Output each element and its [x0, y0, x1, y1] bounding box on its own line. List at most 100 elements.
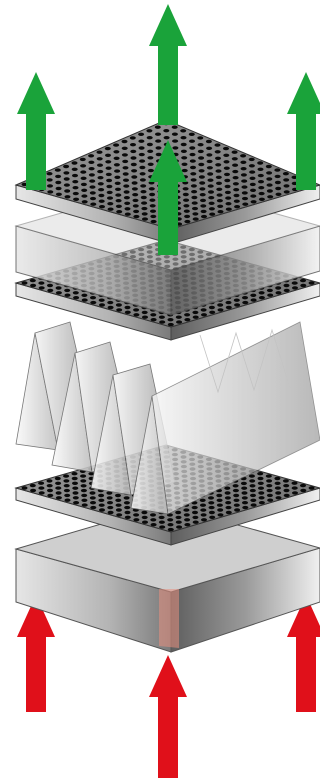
- plate-hole: [233, 493, 240, 498]
- plate-hole: [216, 199, 223, 203]
- plate-hole: [282, 479, 289, 483]
- plate-hole: [55, 496, 62, 500]
- plate-hole: [114, 169, 121, 173]
- plate-hole: [225, 505, 232, 510]
- plate-hole: [249, 170, 256, 174]
- plate-hole: [123, 196, 130, 200]
- plate-hole: [240, 167, 247, 171]
- plate-hole: [232, 488, 239, 493]
- plate-hole: [89, 491, 96, 495]
- plate-hole: [122, 166, 129, 170]
- plate-hole: [81, 493, 88, 498]
- plate-hole: [121, 252, 128, 256]
- plate-hole: [98, 193, 105, 198]
- plate-hole: [98, 493, 105, 498]
- plate-hole: [274, 174, 281, 179]
- plate-hole: [198, 169, 205, 173]
- plate-hole: [97, 182, 104, 186]
- plate-hole: [38, 486, 45, 490]
- plate-hole: [159, 320, 166, 324]
- plate-hole: [131, 187, 138, 191]
- plate-hole: [146, 136, 153, 140]
- plate-hole: [107, 305, 114, 310]
- plate-hole: [80, 488, 87, 493]
- plate-hole: [224, 190, 231, 195]
- plate-hole: [206, 166, 213, 170]
- plate-hole: [209, 212, 216, 216]
- plate-hole: [139, 178, 146, 182]
- plate-hole: [214, 150, 221, 154]
- plate-hole: [63, 164, 70, 169]
- plate-hole: [55, 486, 62, 490]
- plate-hole: [224, 184, 231, 189]
- plate-hole: [163, 255, 170, 259]
- plate-hole: [189, 252, 195, 257]
- plate-hole: [98, 298, 105, 302]
- plate-hole: [115, 498, 122, 502]
- plate-hole: [116, 308, 123, 312]
- plate-hole: [232, 169, 239, 174]
- plate-hole: [72, 191, 79, 196]
- plate-hole: [242, 505, 249, 510]
- plate-hole: [183, 508, 190, 512]
- plate-hole: [72, 496, 79, 500]
- plate-hole: [250, 200, 257, 204]
- plate-hole: [132, 198, 139, 203]
- plate-hole: [258, 496, 265, 500]
- plate-hole: [163, 129, 170, 133]
- plate-hole: [64, 493, 71, 498]
- plate-hole: [275, 496, 282, 500]
- plate-hole: [274, 481, 281, 485]
- plate-hole: [172, 146, 179, 150]
- plate-hole: [54, 168, 61, 172]
- plate-hole: [81, 194, 88, 198]
- plate-hole: [225, 305, 232, 310]
- outflow-arrow: [287, 72, 320, 190]
- plate-hole: [275, 186, 282, 191]
- plate-hole: [155, 257, 162, 261]
- plate-hole: [175, 510, 182, 515]
- plate-hole: [183, 513, 190, 517]
- plate-hole: [182, 187, 189, 191]
- plate-hole: [217, 508, 224, 512]
- plate-hole: [38, 491, 45, 495]
- plate-hole: [124, 515, 131, 519]
- plate-hole: [250, 498, 257, 502]
- plate-hole: [208, 196, 215, 200]
- plate-hole: [81, 293, 88, 297]
- plate-hole: [133, 209, 140, 214]
- plate-hole: [242, 300, 249, 305]
- plate-hole: [55, 286, 62, 290]
- plate-hole: [64, 195, 71, 199]
- plate-hole: [150, 523, 157, 527]
- plate-hole: [115, 204, 122, 208]
- plate-hole: [274, 486, 281, 490]
- plate-hole: [80, 182, 87, 187]
- plate-hole: [250, 298, 257, 302]
- plate-hole: [217, 210, 224, 214]
- plate-hole: [242, 501, 248, 505]
- plate-hole: [258, 296, 265, 300]
- plate-hole: [64, 498, 71, 502]
- plate-hole: [55, 180, 62, 185]
- plate-hole: [107, 510, 114, 515]
- plate-hole: [176, 525, 183, 529]
- plate-hole: [184, 523, 191, 527]
- plate-hole: [225, 501, 232, 505]
- plate-hole: [180, 136, 187, 140]
- plate-hole: [106, 190, 113, 195]
- plate-hole: [133, 308, 140, 312]
- plate-hole: [47, 493, 54, 498]
- plate-hole: [131, 181, 138, 185]
- plate-hole: [191, 190, 198, 194]
- plate-hole: [115, 503, 122, 507]
- plate-hole: [240, 154, 247, 158]
- plate-hole: [192, 520, 199, 524]
- plate-hole: [147, 259, 154, 264]
- plate-hole: [150, 209, 156, 213]
- plate-hole: [141, 212, 148, 216]
- inflow-arrows: [17, 595, 320, 778]
- plate-hole: [300, 488, 307, 493]
- plate-hole: [158, 520, 165, 524]
- plate-hole: [55, 192, 62, 196]
